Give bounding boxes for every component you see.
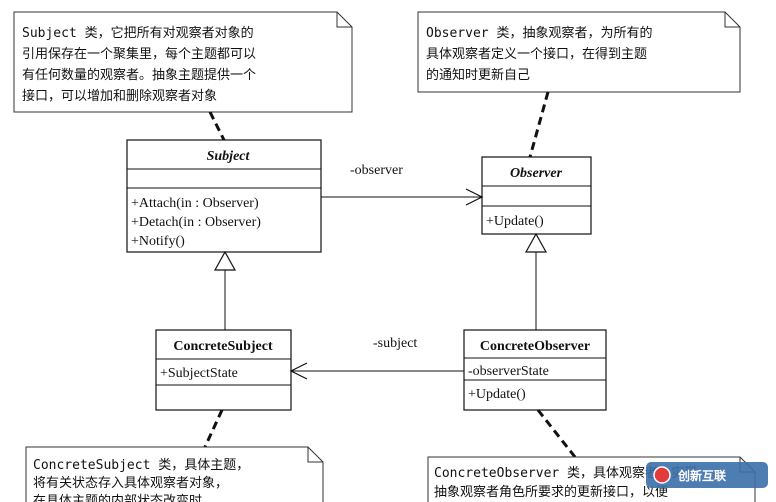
class-concrete-observer: ConcreteObserver -observerState +Update(… xyxy=(463,329,607,411)
note-subject-line-2: 引用保存在一个聚集里，每个主题都可以 xyxy=(22,46,256,62)
class-observer-method-update: +Update() xyxy=(486,214,544,229)
note-subject-line-3: 有任何数量的观察者。抽象主题提供一个 xyxy=(22,67,256,83)
watermark-text: 创新互联 xyxy=(677,468,726,483)
note-concrete-subject: ConcreteSubject 类，具体主题， 将有关状态存入具体观察者对象， … xyxy=(25,446,324,502)
note-subject: Subject 类，它把所有对观察者对象的 引用保存在一个聚集里，每个主题都可以… xyxy=(13,11,353,113)
class-subject-method-detach: +Detach(in : Observer) xyxy=(131,215,261,230)
class-concrete-subject-attr-state: +SubjectState xyxy=(160,366,238,381)
note-concrete-observer-line-1: ConcreteObserver 类，具体观察者，实现 xyxy=(434,466,697,481)
note-concrete-subject-line-1: ConcreteSubject 类，具体主题， xyxy=(33,458,249,473)
note-observer-line-3: 的通知时更新自己 xyxy=(426,67,530,83)
class-subject-method-notify: +Notify() xyxy=(131,234,185,249)
note-concrete-subject-anchor xyxy=(203,409,224,448)
association-subject-observer: -observer xyxy=(321,163,484,206)
class-concrete-observer-attr-state: -observerState xyxy=(468,364,549,379)
watermark-logo-icon xyxy=(653,466,671,484)
note-observer: Observer 类，抽象观察者，为所有的 具体观察者定义一个接口，在得到主题 … xyxy=(417,11,741,93)
watermark-badge: 创新互联 xyxy=(646,462,768,488)
class-subject-method-attach: +Attach(in : Observer) xyxy=(131,196,259,211)
note-subject-line-4: 接口，可以增加和删除观察者对象 xyxy=(22,88,217,104)
class-concrete-subject-name: ConcreteSubject xyxy=(173,339,273,354)
note-subject-anchor xyxy=(208,111,226,141)
class-concrete-subject: ConcreteSubject +SubjectState xyxy=(155,329,292,411)
note-concrete-observer-anchor xyxy=(536,409,577,458)
generalization-concrete-observer xyxy=(524,232,548,330)
class-observer: Observer +Update() xyxy=(481,156,592,235)
association-observer-subject: -subject xyxy=(289,336,464,380)
note-concrete-observer-line-2: 抽象观察者角色所要求的更新接口，以便 xyxy=(434,484,668,500)
class-concrete-observer-method-update: +Update() xyxy=(468,387,526,402)
generalization-concrete-subject xyxy=(213,250,237,330)
note-concrete-subject-line-2: 将有关状态存入具体观察者对象， xyxy=(33,476,228,491)
note-concrete-subject-line-3: 在具体主题的内部状态改变时， xyxy=(33,493,215,502)
note-observer-anchor xyxy=(528,91,550,158)
note-subject-line-1: Subject 类，它把所有对观察者对象的 xyxy=(22,25,254,41)
class-subject: Subject +Attach(in : Observer) +Detach(i… xyxy=(126,139,322,253)
note-observer-line-2: 具体观察者定义一个接口，在得到主题 xyxy=(426,46,647,62)
class-observer-name: Observer xyxy=(510,166,563,181)
association-subject-label: -subject xyxy=(373,336,417,351)
association-observer-label: -observer xyxy=(350,163,403,178)
class-concrete-observer-name: ConcreteObserver xyxy=(480,339,590,354)
note-observer-line-1: Observer 类，抽象观察者，为所有的 xyxy=(426,25,652,41)
class-subject-name: Subject xyxy=(207,149,251,164)
